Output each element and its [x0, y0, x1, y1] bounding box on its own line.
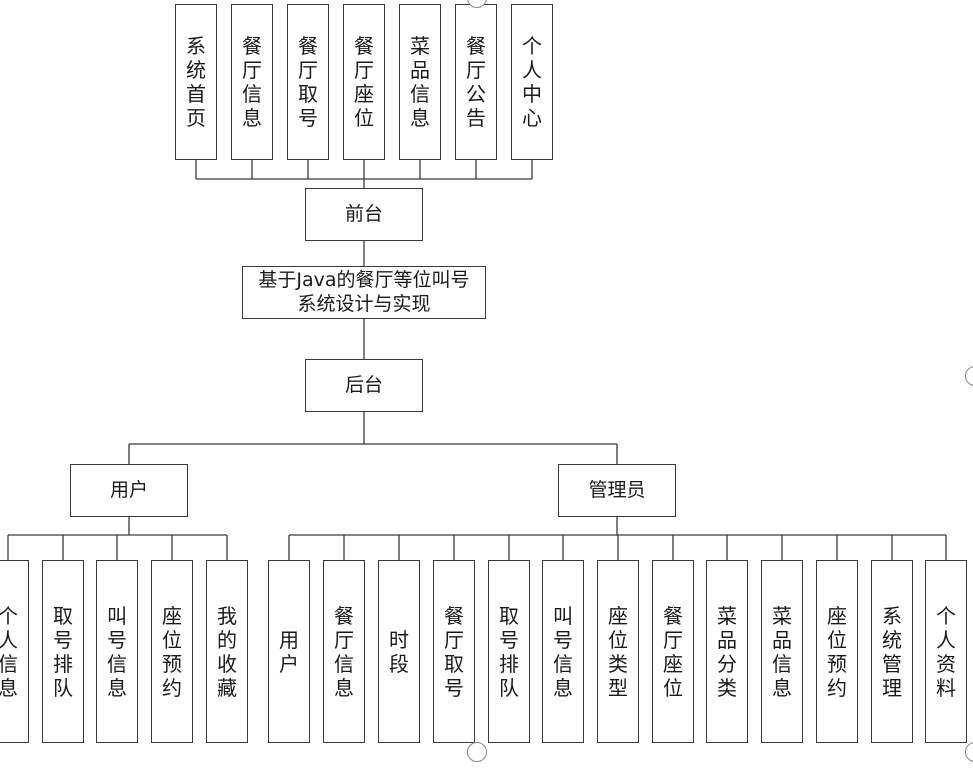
admin-item-users[interactable]: 用户: [268, 560, 310, 743]
front-item-announcement[interactable]: 餐厅公告: [455, 4, 497, 160]
frontend-node[interactable]: 前台: [305, 188, 423, 241]
admin-item-label: 餐厅信息: [334, 603, 354, 700]
admin-item-profile[interactable]: 个人资料: [925, 560, 967, 743]
front-item-take-number[interactable]: 餐厅取号: [287, 4, 329, 160]
admin-item-label: 菜品信息: [772, 603, 792, 700]
admin-item-take-number[interactable]: 餐厅取号: [433, 560, 475, 743]
admin-item-system-management[interactable]: 系统管理: [871, 560, 913, 743]
admin-node[interactable]: 管理员: [558, 464, 676, 517]
admin-item-label: 用户: [279, 627, 299, 676]
user-item-queue[interactable]: 取号排队: [42, 560, 84, 743]
admin-item-label: 座位类型: [608, 603, 628, 700]
admin-item-time-slot[interactable]: 时段: [378, 560, 420, 743]
user-item-personal-info[interactable]: 个人信息: [0, 560, 29, 743]
front-item-label: 菜品信息: [410, 34, 430, 130]
root-title: 基于Java的餐厅等位叫号系统设计与实现: [258, 268, 470, 315]
admin-label: 管理员: [588, 478, 646, 501]
admin-item-label: 菜品分类: [717, 603, 737, 700]
admin-item-seat-reservation[interactable]: 座位预约: [816, 560, 858, 743]
admin-item-label: 个人资料: [936, 603, 956, 700]
front-item-personal-center[interactable]: 个人中心: [511, 4, 553, 160]
admin-item-seat-type[interactable]: 座位类型: [597, 560, 639, 743]
admin-item-label: 餐厅取号: [444, 603, 464, 700]
backend-node[interactable]: 后台: [305, 359, 423, 412]
admin-item-label: 系统管理: [882, 603, 902, 700]
admin-item-dish-info[interactable]: 菜品信息: [761, 560, 803, 743]
admin-item-call-info[interactable]: 叫号信息: [542, 560, 584, 743]
front-item-label: 个人中心: [522, 34, 542, 130]
front-item-dish-info[interactable]: 菜品信息: [399, 4, 441, 160]
front-item-restaurant-info[interactable]: 餐厅信息: [231, 4, 273, 160]
front-item-seats[interactable]: 餐厅座位: [343, 4, 385, 160]
admin-item-label: 座位预约: [827, 603, 847, 700]
front-item-label: 餐厅座位: [354, 34, 374, 130]
admin-item-label: 餐厅座位: [663, 603, 683, 700]
user-item-seat-reservation[interactable]: 座位预约: [151, 560, 193, 743]
user-item-label: 叫号信息: [107, 603, 127, 700]
user-label: 用户: [109, 478, 148, 501]
admin-item-restaurant-seat[interactable]: 餐厅座位: [652, 560, 694, 743]
user-item-label: 我的收藏: [217, 603, 237, 700]
front-item-label: 餐厅信息: [242, 34, 262, 130]
front-item-home[interactable]: 系统首页: [175, 4, 217, 160]
front-item-label: 系统首页: [186, 34, 206, 130]
user-item-call-info[interactable]: 叫号信息: [96, 560, 138, 743]
user-node[interactable]: 用户: [70, 464, 188, 517]
user-item-label: 座位预约: [162, 603, 182, 700]
user-item-favorites[interactable]: 我的收藏: [206, 560, 248, 743]
admin-item-queue[interactable]: 取号排队: [488, 560, 530, 743]
resize-handle-bottom[interactable]: [467, 742, 487, 762]
front-item-label: 餐厅公告: [466, 34, 486, 130]
front-item-label: 餐厅取号: [298, 34, 318, 130]
admin-item-dish-category[interactable]: 菜品分类: [706, 560, 748, 743]
admin-item-restaurant-info[interactable]: 餐厅信息: [323, 560, 365, 743]
admin-item-label: 取号排队: [499, 603, 519, 700]
frontend-label: 前台: [344, 202, 383, 225]
backend-label: 后台: [344, 373, 383, 396]
user-item-label: 取号排队: [53, 603, 73, 700]
user-item-label: 个人信息: [0, 603, 18, 700]
admin-item-label: 时段: [389, 627, 409, 676]
admin-item-label: 叫号信息: [553, 603, 573, 700]
root-node[interactable]: 基于Java的餐厅等位叫号系统设计与实现: [242, 266, 486, 319]
